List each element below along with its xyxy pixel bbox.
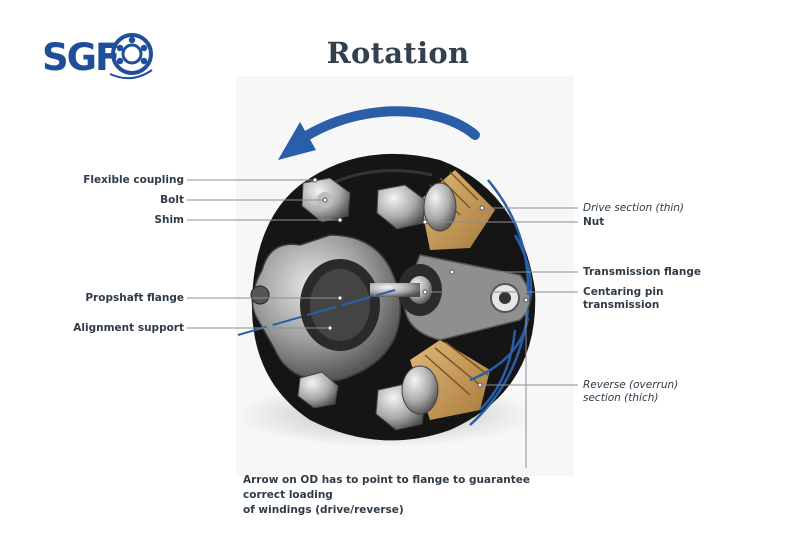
label-propshaft-flange: Propshaft flange <box>85 292 184 304</box>
label-transmission-flange: Transmission flange <box>583 266 701 278</box>
label-reverse-line2: section (thich) <box>583 392 659 404</box>
sgf-logo: SGF <box>42 33 153 80</box>
label-centering-pin-line2: transmission <box>583 299 660 311</box>
od-arrow-note: Arrow on OD has to point to flange to gu… <box>243 473 573 518</box>
label-alignment-support: Alignment support <box>73 322 184 334</box>
label-flexible-coupling: Flexible coupling <box>83 174 184 186</box>
label-reverse-section: Reverse (overrun) section (thich) <box>583 379 678 405</box>
note-line2: of windings (drive/reverse) <box>243 504 404 516</box>
label-centering-pin-line1: Centaring pin <box>583 286 664 298</box>
label-bolt: Bolt <box>160 194 184 206</box>
label-reverse-line1: Reverse (overrun) <box>583 379 679 391</box>
label-shim: Shim <box>154 214 184 226</box>
label-drive-section: Drive section (thin) <box>583 202 685 214</box>
bolt-lower-left <box>297 371 339 409</box>
leader-dots <box>312 177 529 388</box>
note-line1: Arrow on OD has to point to flange to gu… <box>243 474 531 501</box>
logo-text: SGF <box>42 36 118 79</box>
bolt-bottom <box>375 365 439 431</box>
logo-bearing-icon <box>109 33 153 80</box>
rotation-arrow <box>278 106 480 160</box>
leader-lines <box>187 179 578 468</box>
label-centering-pin: Centaring pin transmission <box>583 286 663 312</box>
page-title: Rotation <box>326 36 470 70</box>
label-nut: Nut <box>583 216 605 228</box>
